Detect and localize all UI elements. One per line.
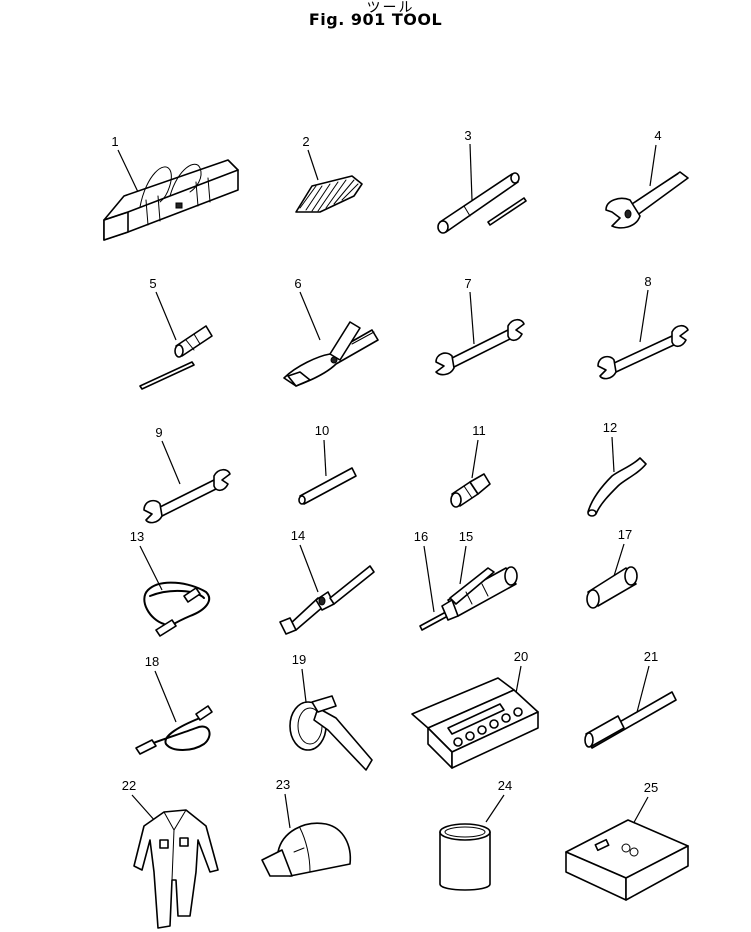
part-number: 3 <box>464 128 471 143</box>
part-number: 25 <box>644 780 658 795</box>
open-end-wrench-icon <box>597 324 689 380</box>
part-18: 18 <box>135 654 213 755</box>
hose-icon <box>135 705 213 755</box>
figure-title-japanese: ツール <box>366 0 415 16</box>
adapter-icon <box>450 473 491 508</box>
adjustable-wrench-icon <box>605 171 689 229</box>
part-number: 13 <box>130 529 144 544</box>
pliers-icon <box>283 321 379 387</box>
part-9: 9 <box>143 425 231 524</box>
hex-key-set-icon <box>295 175 363 213</box>
part-number: 24 <box>498 778 512 793</box>
part-number: 7 <box>464 276 471 291</box>
cylinder-icon <box>586 566 638 609</box>
part-number: 16 <box>414 529 428 544</box>
bent-bar-icon <box>587 457 647 517</box>
part-number: 15 <box>459 529 473 544</box>
part-number: 9 <box>155 425 162 440</box>
part-number: 10 <box>315 423 329 438</box>
part-number: 11 <box>472 423 486 438</box>
part-22: 22 <box>122 778 219 929</box>
part-number: 17 <box>618 527 632 542</box>
part-number: 23 <box>276 777 290 792</box>
part-13: 13 <box>130 529 211 637</box>
tool-bag-icon <box>103 159 239 241</box>
part-number: 2 <box>302 134 309 149</box>
part-4: 4 <box>605 128 689 229</box>
part-15: 15 <box>441 529 518 621</box>
box-wrench-icon <box>437 172 527 234</box>
figure-title: Fig. 901 TOOL <box>308 10 443 29</box>
first-aid-box-icon <box>565 819 689 901</box>
part-2: 2 <box>295 134 363 213</box>
part-number: 4 <box>654 128 661 143</box>
part-14: 14 <box>279 528 375 635</box>
part-number: 18 <box>145 654 159 669</box>
part-12: 12 <box>587 420 647 517</box>
part-25: 25 <box>565 780 689 901</box>
part-6: 6 <box>283 276 379 387</box>
grease-gun-icon <box>441 566 518 621</box>
valve-tool-icon <box>279 565 375 635</box>
part-7: 7 <box>435 276 525 376</box>
cap-icon <box>261 822 352 877</box>
bar-icon <box>298 467 357 505</box>
part-number: 5 <box>149 276 156 291</box>
part-21: 21 <box>584 649 677 749</box>
part-8: 8 <box>597 274 689 380</box>
part-1: 1 <box>103 134 239 241</box>
screwdriver-icon <box>139 325 213 390</box>
open-end-wrench-icon <box>143 468 231 524</box>
socket-set-case-icon <box>411 677 539 769</box>
part-10: 10 <box>298 423 357 505</box>
part-number: 21 <box>644 649 658 664</box>
part-5: 5 <box>139 276 213 390</box>
hose-icon <box>143 581 211 637</box>
part-number: 8 <box>644 274 651 289</box>
open-end-wrench-icon <box>435 318 525 376</box>
part-3: 3 <box>437 128 527 234</box>
part-23: 23 <box>261 777 352 877</box>
part-20: 20 <box>411 649 539 769</box>
part-number: 22 <box>122 778 136 793</box>
part-number: 1 <box>111 134 118 149</box>
part-11: 11 <box>450 423 491 508</box>
part-17: 17 <box>586 527 638 609</box>
can-icon <box>439 823 491 891</box>
filter-wrench-icon <box>289 695 373 771</box>
part-number: 20 <box>514 649 528 664</box>
coverall-icon <box>133 809 219 929</box>
part-19: 19 <box>289 652 373 771</box>
part-number: 19 <box>292 652 306 667</box>
part-number: 6 <box>294 276 301 291</box>
part-number: 12 <box>603 420 617 435</box>
handle-icon <box>584 691 677 749</box>
part-24: 24 <box>439 778 512 891</box>
part-number: 14 <box>291 528 305 543</box>
